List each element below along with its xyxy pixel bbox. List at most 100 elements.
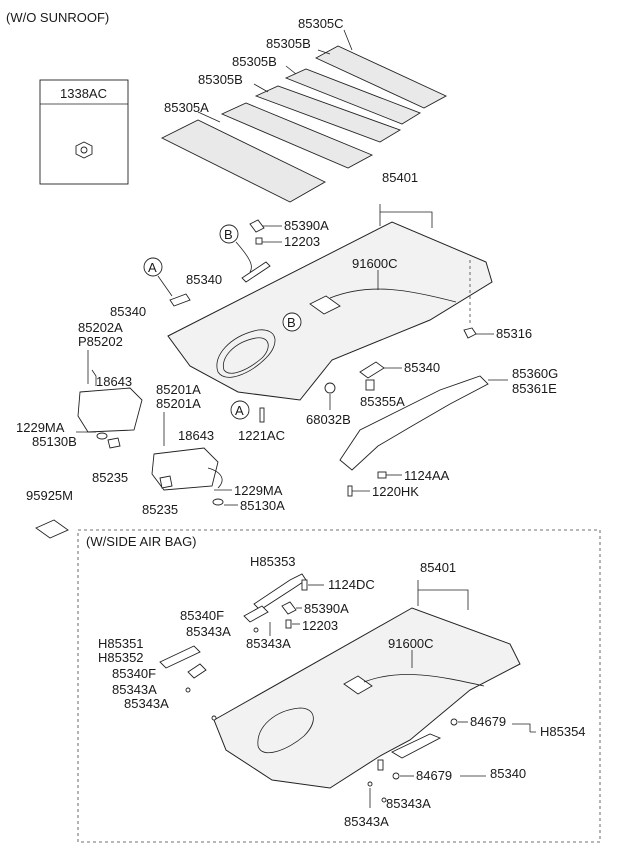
rail-85360G [339,375,489,471]
label-85343A-4: 85343A [124,696,169,711]
label-H85353: H85353 [250,554,296,569]
pad-85305C [314,45,448,109]
label-91600C-top: 91600C [352,256,398,271]
label-85305B-1: 85305B [266,36,311,51]
label-H85352: H85352 [98,650,144,665]
label-85201A-2: 85201A [156,396,201,411]
clip-84679-1 [450,718,458,726]
label-85305B-2: 85305B [232,54,277,69]
label-85305B-3: 85305B [198,72,243,87]
label-85390A-top: 85390A [284,218,329,233]
pad-85305B-3 [284,68,422,125]
rail-H85353 [253,573,307,611]
holder-85235-mid [159,475,173,489]
screw-12203-bot [285,619,292,629]
label-85130B: 85130B [32,434,77,449]
label-85340-bottom: 85340 [490,766,526,781]
label-85340-top3: 85340 [404,360,440,375]
dome-lamp-bottom [343,675,373,695]
callout-B-1 [219,224,239,244]
pad-leader-lines [197,29,353,123]
label-85343A-6: 85343A [344,814,389,829]
label-85340-top1: 85340 [186,272,222,287]
leader-85401-top [379,204,433,228]
label-18643-mid: 18643 [178,428,214,443]
label-85130A: 85130A [240,498,285,513]
label-95925M: 95925M [26,488,73,503]
label-68032B: 68032B [306,412,351,427]
wiring-91600C-top [329,288,457,303]
clip-85390A-top [249,219,265,233]
headliner-panel-bottom [213,607,521,789]
holder-85235-top [107,437,121,449]
headliner-pads [160,45,448,203]
screw-1221AC [259,407,265,423]
section-title-no-sunroof: (W/O SUNROOF) [6,10,109,25]
hex-nut-icon [75,141,93,159]
label-91600C-bottom: 91600C [388,636,434,651]
section-title-side-airbag: (W/SIDE AIR BAG) [86,534,197,549]
label-1338AC: 1338AC [60,86,107,101]
label-H85354: H85354 [540,724,586,739]
label-1124DC: 1124DC [328,577,375,592]
label-85235-top: 85235 [92,470,128,485]
clip-85130B [96,432,108,440]
sunvisor-lh [77,387,143,433]
grip-85340-top2 [169,293,191,307]
label-85340F-1: 85340F [180,608,224,623]
pad-85305B-1 [220,102,374,169]
dome-lamp-top [309,295,341,315]
screw-1124AA [377,471,387,479]
headliner-opening-top [216,329,276,378]
label-H85351: H85351 [98,636,144,651]
label-85305A: 85305A [164,100,209,115]
label-84679-1: 84679 [470,714,506,729]
leader-85401-bottom [417,580,469,610]
cap-85355A [365,379,375,391]
label-85343A-5: 85343A [386,796,431,811]
callout-A-1 [143,257,163,277]
label-85401-bottom: 85401 [420,560,456,575]
nut-1338AC-box [39,79,129,185]
label-12203-top: 12203 [284,234,320,249]
label-1229MA-top: 1229MA [16,420,65,435]
label-85390A-bot: 85390A [304,601,349,616]
grip-85340F-1 [243,605,269,623]
label-85235-mid: 85235 [142,502,178,517]
label-85355A: 85355A [360,394,405,409]
label-P85202: P85202 [78,334,123,349]
label-sticker-95925M [35,519,69,539]
clip-85390A-bot [281,601,297,615]
label-84679-2: 84679 [416,768,452,783]
screw-1220HK [347,485,353,497]
label-85202A: 85202A [78,320,123,335]
callout-A-1-text: A [148,260,157,275]
callout-B-2 [282,312,302,332]
side-airbag-section-box [77,529,601,843]
label-85360G: 85360G [512,366,558,381]
label-85401-top: 85401 [382,170,418,185]
clip-85130A [212,498,224,506]
clip-84679-2 [392,772,400,780]
callout-A-2-text: A [235,403,244,418]
label-85340-top2: 85340 [110,304,146,319]
wiring-91600C-bottom [363,674,485,687]
pad-85305B-2 [254,85,402,143]
label-85340F-2: 85340F [112,666,156,681]
label-1124AA: 1124AA [404,468,450,483]
label-18643-top: 18643 [96,374,132,389]
label-85343A-1: 85343A [186,624,231,639]
rail-H85354 [391,733,442,759]
screw-12203-top [255,237,263,245]
label-1221AC: 1221AC [238,428,285,443]
grip-H85351 [159,645,201,669]
label-85201A-1: 85201A [156,382,201,397]
grip-85340-top3 [359,361,385,379]
headliner-opening-inner-top [222,337,269,374]
screw-1124DC [301,579,308,591]
fastener-85316 [463,327,477,339]
label-1229MA-mid: 1229MA [234,483,283,498]
label-1220HK: 1220HK [372,484,419,499]
label-12203-bot: 12203 [302,618,338,633]
